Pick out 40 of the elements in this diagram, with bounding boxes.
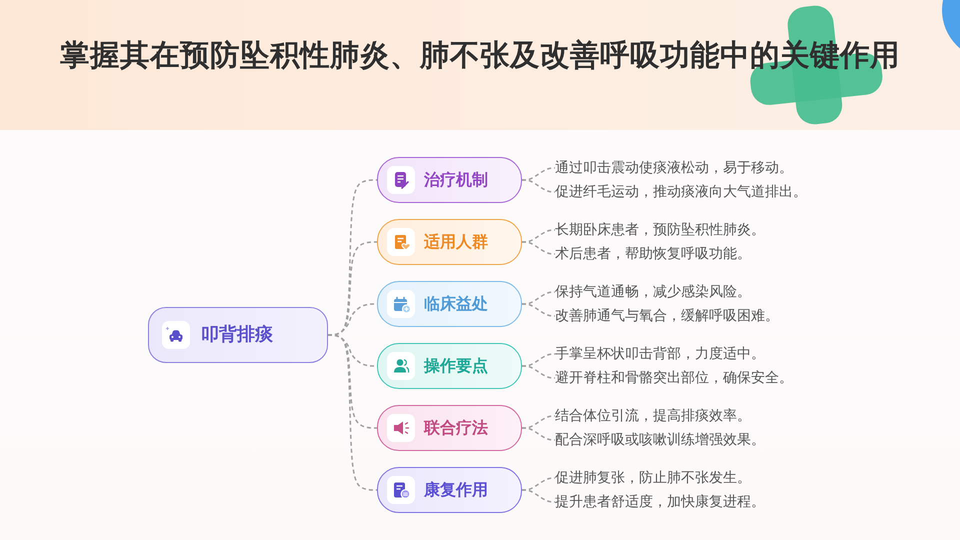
dashed-connector <box>522 291 555 305</box>
topic-label: 适用人群 <box>424 232 488 252</box>
dashed-connector <box>522 179 555 193</box>
detail-text: 配合深呼吸或咳嗽训练增强效果。 <box>555 430 830 450</box>
topic-box <box>148 307 328 363</box>
detail-text: 避开脊柱和骨骼突出部位，确保安全。 <box>555 368 830 388</box>
topic-box <box>377 467 522 513</box>
dashed-connector <box>328 334 377 491</box>
detail-text: 改善肺通气与氧合，缓解呼吸困难。 <box>555 306 830 326</box>
dashed-connector <box>522 489 555 503</box>
topic-box <box>377 343 522 389</box>
topic-box <box>377 281 522 327</box>
dashed-connector <box>522 477 555 491</box>
dashed-connector <box>522 229 555 243</box>
dashed-connector <box>328 303 377 336</box>
detail-text: 术后患者，帮助恢复呼吸功能。 <box>555 244 830 264</box>
detail-text: 促进肺复张，防止肺不张发生。 <box>555 468 830 488</box>
dashed-connector <box>522 353 555 367</box>
topic-label: 治疗机制 <box>424 170 488 190</box>
dashed-connector <box>522 241 555 255</box>
detail-text: 提升患者舒适度，加快康复进程。 <box>555 492 830 512</box>
detail-text: 促进纤毛运动，推动痰液向大气道排出。 <box>555 182 830 202</box>
topic-box <box>377 157 522 203</box>
detail-text: 结合体位引流，提高排痰效率。 <box>555 406 830 426</box>
topic-label: 叩背排痰 <box>201 324 273 346</box>
topic-label: 临床益处 <box>424 294 488 314</box>
detail-text: 保持气道通畅，减少感染风险。 <box>555 282 830 302</box>
dashed-connector <box>522 427 555 441</box>
dashed-connector <box>522 303 555 317</box>
topic-box <box>377 219 522 265</box>
detail-text: 长期卧床患者，预防坠积性肺炎。 <box>555 220 830 240</box>
topic-box <box>377 405 522 451</box>
dashed-connector <box>522 415 555 429</box>
dashed-connector <box>522 167 555 181</box>
detail-text: 通过叩击震动使痰液松动，易于移动。 <box>555 158 830 178</box>
dashed-connector <box>522 365 555 379</box>
topic-label: 联合疗法 <box>424 418 488 438</box>
topic-label: 操作要点 <box>424 356 488 376</box>
topic-label: 康复作用 <box>424 480 488 500</box>
detail-text: 手掌呈杯状叩击背部，力度适中。 <box>555 344 830 364</box>
